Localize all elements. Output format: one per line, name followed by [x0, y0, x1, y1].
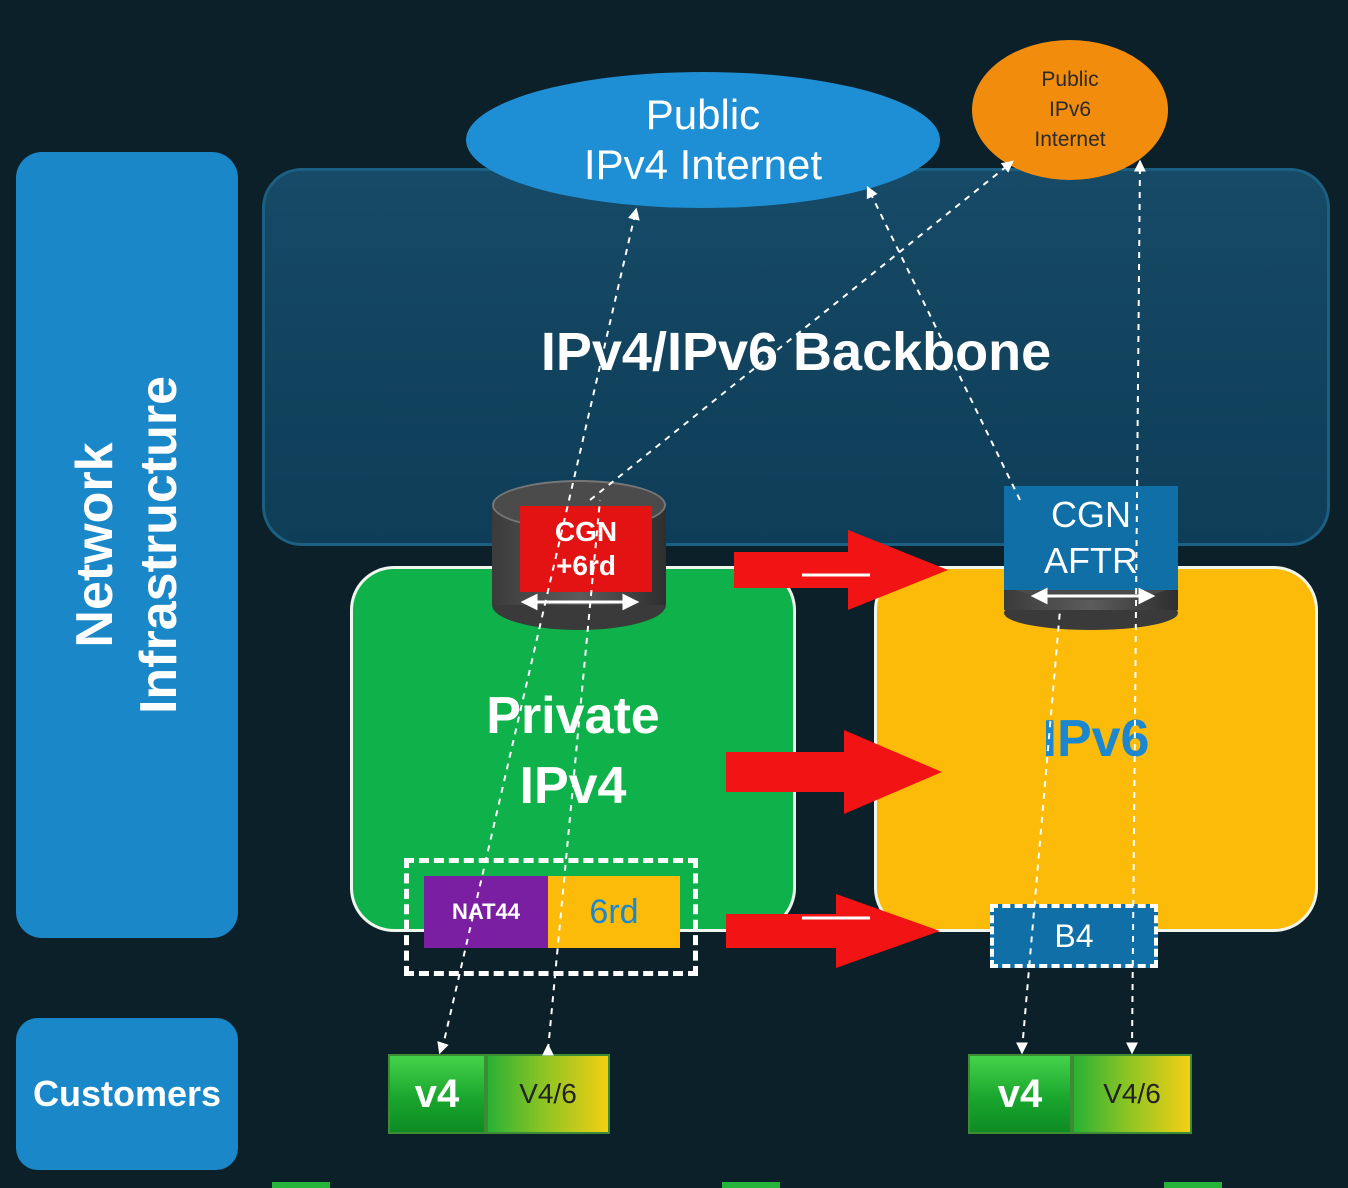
private-ipv4-label: Private IPv4	[486, 687, 660, 815]
customer-right-v4: v4	[968, 1054, 1072, 1134]
bottom-strip-1	[272, 1182, 330, 1188]
sixrd-component: 6rd	[548, 876, 680, 948]
cgn-left-arrows-icon	[520, 593, 640, 611]
cgn-aftr-label: CGN AFTR	[1004, 486, 1178, 590]
path-v46-to-cgn	[547, 499, 601, 1051]
nat44-component: NAT44	[424, 876, 548, 948]
connector-bar	[802, 573, 870, 920]
backbone-label: IPv4/IPv6 Backbone	[540, 322, 1052, 382]
cgn-6rd-label: CGN +6rd	[520, 506, 652, 592]
cgn-right-arrows-icon	[1030, 587, 1156, 605]
path-v4-to-ipv4-internet	[441, 207, 640, 1051]
backbone-region: IPv4/IPv6 Backbone	[262, 168, 1330, 546]
migration-arrow-bottom	[726, 894, 940, 968]
customers-panel: Customers	[16, 1018, 238, 1170]
path-aftr-to-ipv4-internet	[866, 185, 1021, 501]
customer-left-v4: v4	[388, 1054, 486, 1134]
customer-right-v46: V4/6	[1072, 1054, 1192, 1134]
bottom-strip-3	[1164, 1182, 1222, 1188]
ipv6-region-label: IPv6	[1042, 710, 1150, 768]
migration-arrow-top	[734, 530, 948, 610]
b4-component: B4	[990, 904, 1158, 968]
path-marker-left-v4	[437, 1040, 449, 1055]
cpe-dashed-box	[404, 858, 698, 976]
path-right-v46-to-ipv6-internet	[1131, 159, 1146, 1051]
path-6rd-to-ipv6-internet	[589, 160, 1014, 501]
migration-arrow-middle	[726, 730, 942, 814]
bottom-strip-2	[722, 1182, 780, 1188]
public-ipv6-internet-cloud: Public IPv6 Internet	[972, 40, 1168, 180]
public-ipv4-internet-cloud: Public IPv4 Internet	[466, 72, 940, 208]
customers-label: Customers	[32, 1073, 222, 1114]
network-infrastructure-panel: Network Infrastructure	[16, 152, 238, 938]
path-right-v4-to-aftr	[1021, 609, 1061, 1051]
